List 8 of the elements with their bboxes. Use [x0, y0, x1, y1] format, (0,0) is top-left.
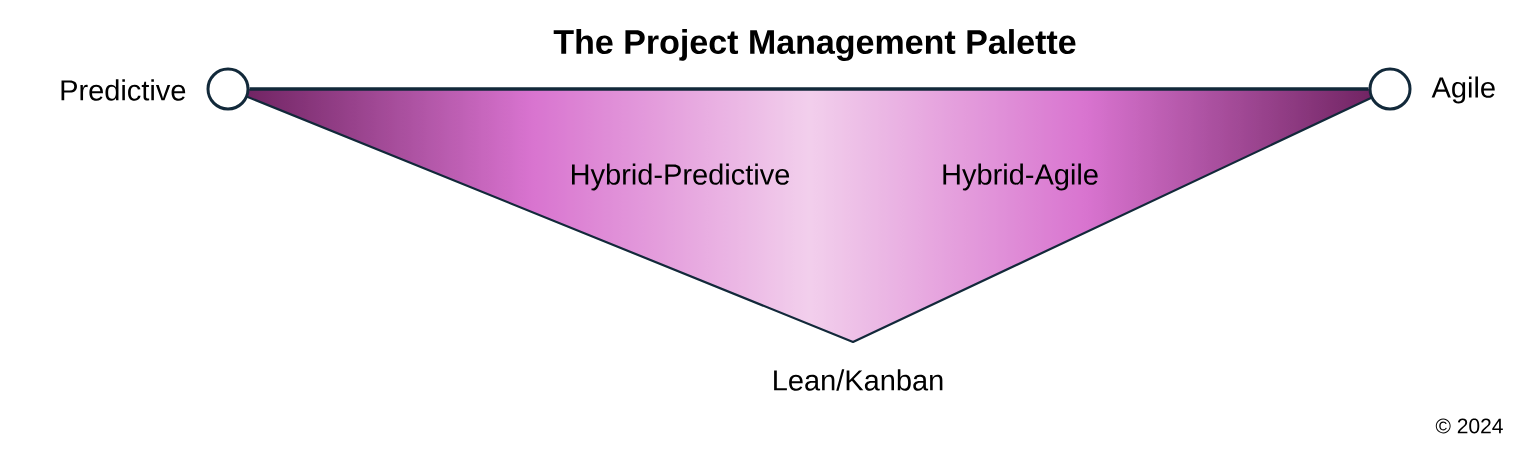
node-label: Agile: [1431, 76, 1495, 104]
node-label: Lean/Kanban: [774, 369, 943, 391]
connector-line: [249, 87, 1369, 91]
title: The Project Management Palette: [553, 29, 1076, 61]
copyright-note: © 2024: [1435, 418, 1503, 434]
region-label: Hybrid-Agile: [943, 163, 1098, 191]
node-label: Predictive: [61, 79, 186, 101]
region-label: Hybrid-Predictive: [572, 163, 790, 191]
